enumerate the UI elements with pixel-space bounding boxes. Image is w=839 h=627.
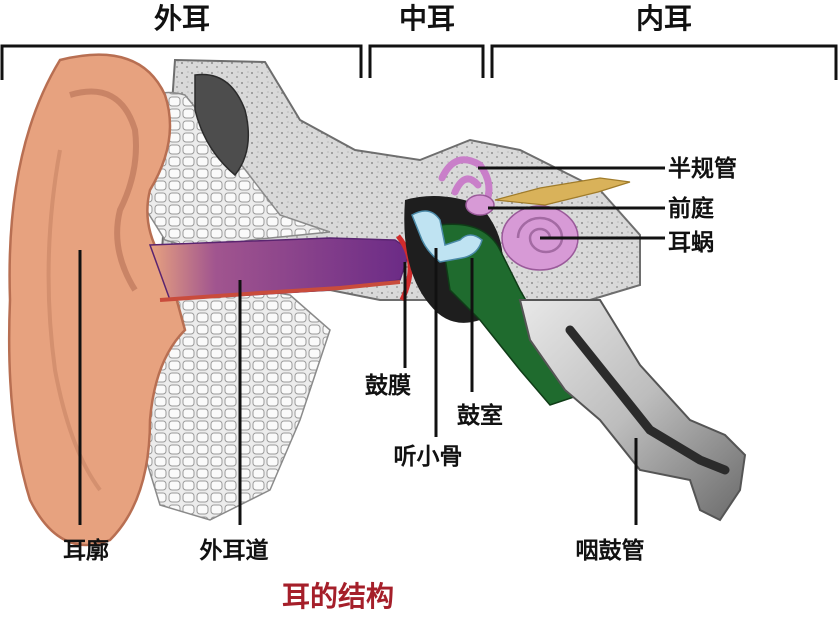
cochlea-spiral [516, 216, 564, 254]
eustachian-tube-lumen [565, 325, 730, 475]
outer-ear-title: 外耳 [154, 2, 210, 35]
leader-lines [78, 166, 665, 525]
inner-ear-title: 内耳 [636, 2, 692, 35]
tympanic-cavity-label: 鼓室 [457, 402, 503, 429]
semicircular-canals-label: 半规管 [668, 155, 737, 182]
eardrum-label: 鼓膜 [365, 373, 411, 399]
auricle-inner-fold [69, 88, 139, 292]
auricle-label: 耳廓 [63, 537, 109, 564]
upper-soft-tissue [194, 73, 250, 177]
inner-ear-bracket [490, 44, 838, 80]
canal-lining [159, 280, 401, 302]
outer-ear-bracket [0, 44, 363, 80]
eustachian-tube-label: 咽鼓管 [576, 537, 645, 564]
ear-canal-label: 外耳道 [200, 537, 269, 564]
auditory-nerve [494, 177, 631, 206]
ossicles-shape [411, 210, 483, 263]
cochlea-label: 耳蜗 [668, 229, 714, 256]
middle-ear-bracket [368, 44, 485, 78]
ossicles-label: 听小骨 [394, 444, 463, 470]
semicircular-canals-shape [438, 156, 493, 209]
section-brackets [0, 44, 838, 80]
vestibule-shape [465, 194, 495, 216]
vestibule-label: 前庭 [668, 195, 714, 222]
auricle-shape [7, 53, 187, 547]
middle-ear-title: 中耳 [399, 2, 455, 35]
diagram-caption: 耳的结构 [282, 580, 394, 613]
